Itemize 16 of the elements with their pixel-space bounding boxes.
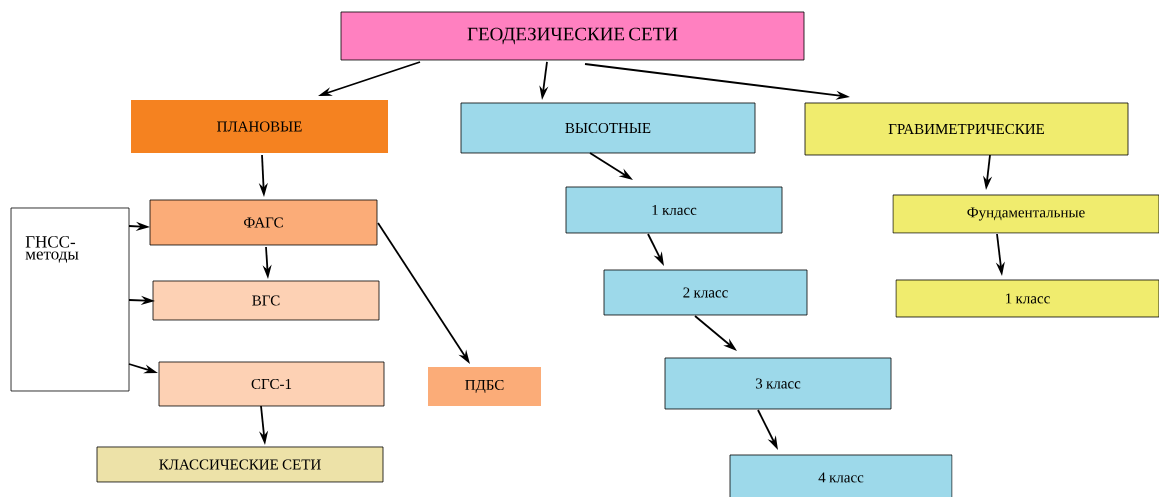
- title-box: ГЕОДЕЗИЧЕСКИЕ СЕТИ: [340, 11, 805, 61]
- process-box: ГРАВИМЕТРИЧЕСКИЕ: [804, 102, 1129, 156]
- process-box: 2 класс: [603, 269, 808, 316]
- process-box: ПДБС: [428, 367, 541, 406]
- process-box: ВЫСОТНЫЕ: [460, 102, 756, 154]
- process-box: ВГС: [152, 280, 380, 321]
- process-box: ПЛАНОВЫЕ: [131, 100, 388, 153]
- process-box: 3 класс: [664, 357, 892, 410]
- method-box: ГНСС- методы: [10, 207, 130, 392]
- process-box: ФАГС: [149, 199, 378, 246]
- process-box: 1 класс: [565, 186, 783, 234]
- process-box: 4 класс: [729, 454, 953, 497]
- process-box: КЛАССИЧЕСКИЕ СЕТИ: [96, 446, 384, 483]
- process-box: Фундаментальные: [892, 194, 1159, 234]
- process-box: СГС-1: [158, 361, 385, 407]
- process-box: 1 класс: [895, 279, 1159, 318]
